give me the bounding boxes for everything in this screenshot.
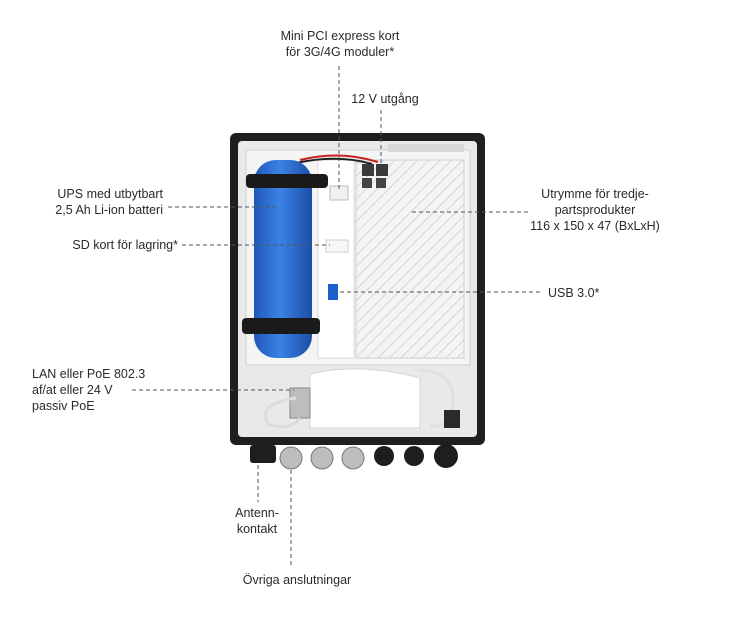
battery-strap-bottom (242, 318, 320, 334)
output-connector-b (376, 164, 388, 176)
label-other-connections: Övriga anslutningar (242, 573, 352, 587)
bottom-connectors (250, 444, 458, 470)
output-terminal-a (362, 178, 372, 188)
lan-port (289, 387, 311, 419)
label-usb: USB 3.0* (548, 286, 600, 300)
red-wire (299, 154, 379, 163)
label-sd-card: SD kort för lagring* (72, 238, 178, 252)
label-12v-output: 12 V utgång (351, 92, 419, 106)
label-antenna: Antenn- kontakt (235, 506, 279, 536)
sd-slot (325, 239, 349, 253)
compartment-top-bar (388, 144, 464, 152)
battery-strap-top (246, 174, 328, 188)
label-ups-battery: UPS med utbytbart 2,5 Ah Li-ion batteri (55, 187, 163, 217)
output-terminal-b (376, 178, 386, 188)
lower-right-connector (444, 410, 460, 428)
lower-cover (309, 368, 421, 429)
leader-lines (132, 66, 543, 568)
right-cable (417, 368, 455, 428)
output-connector-a (362, 164, 374, 176)
battery-pack (254, 160, 312, 358)
label-mini-pci: Mini PCI express kort för 3G/4G moduler* (280, 29, 400, 59)
label-third-party-space: Utrymme för tredje- partsprodukter 116 x… (530, 187, 660, 233)
lan-cable (263, 396, 302, 429)
third-party-compartment (355, 159, 465, 359)
label-lan-poe: LAN eller PoE 802.3 af/at eller 24 V pas… (32, 367, 146, 413)
black-wire (295, 157, 373, 165)
